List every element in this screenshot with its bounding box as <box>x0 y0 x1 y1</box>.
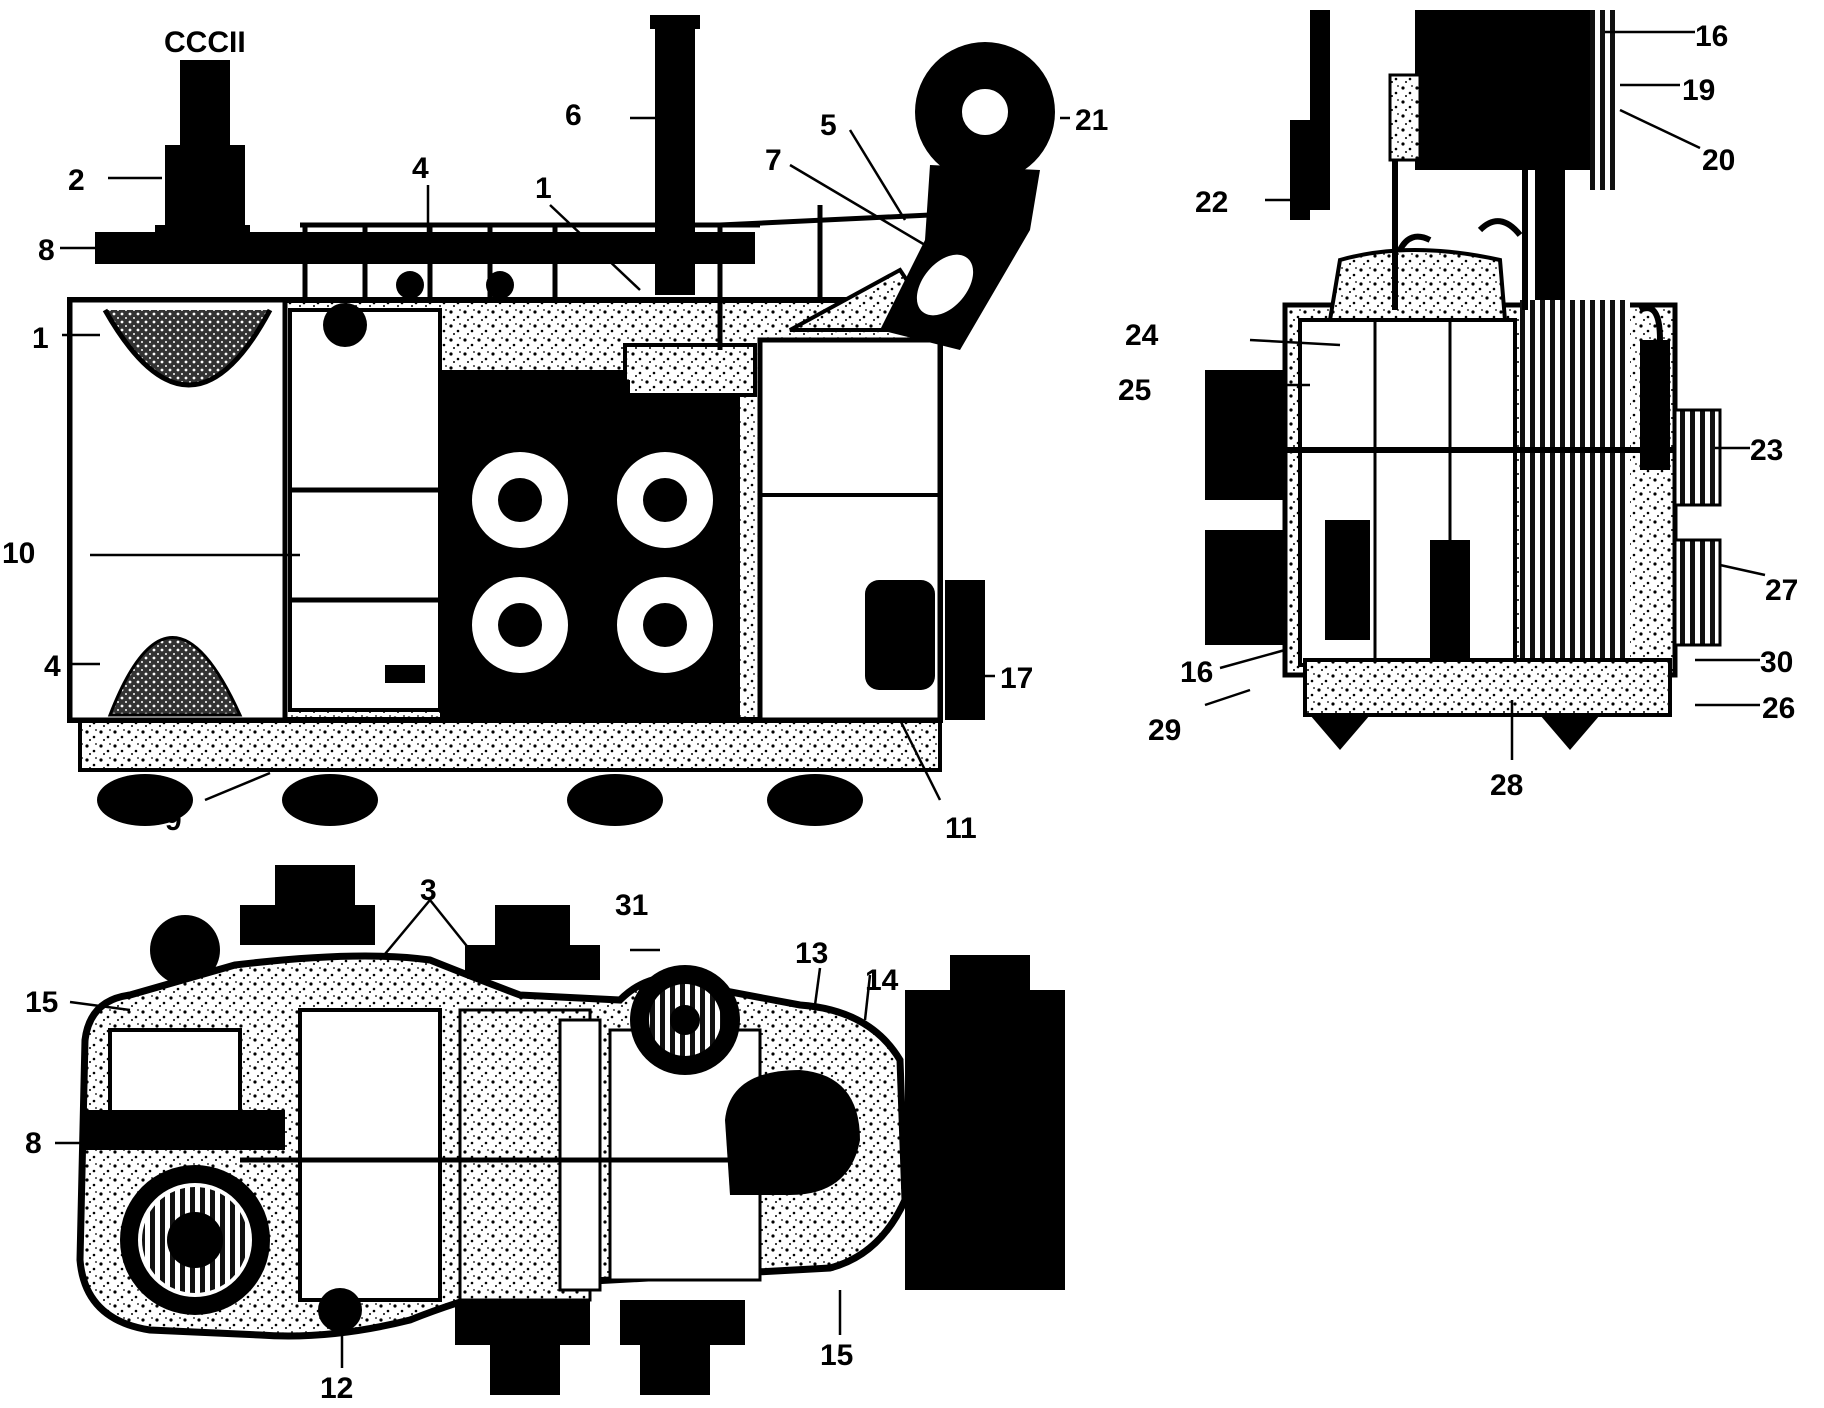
label-end-20: 20 <box>1702 144 1735 177</box>
label-side-9: 9 <box>165 804 182 837</box>
wheels <box>97 774 863 826</box>
hv-bushing-2 <box>155 60 250 260</box>
label-side-10: 10 <box>2 537 35 570</box>
top-labels: 3 31 15 13 14 8 12 15 <box>25 874 899 1405</box>
label-end-29: 29 <box>1148 714 1181 747</box>
label-top-15b: 15 <box>820 1339 853 1372</box>
label-side-21: 21 <box>1075 104 1108 137</box>
control-cabinet <box>945 580 985 720</box>
top-leaders <box>55 899 872 1368</box>
side-labels: 1 2 4 4 1 5 6 7 8 9 10 11 17 21 <box>2 99 1108 845</box>
label-top-31: 31 <box>615 889 648 922</box>
label-end-24: 24 <box>1125 319 1159 352</box>
label-side-7: 7 <box>765 144 782 177</box>
side-leaders <box>60 116 1070 802</box>
label-end-16a: 16 <box>1695 20 1728 53</box>
side-view: CCCII 1 2 4 <box>2 15 1108 845</box>
label-end-25: 25 <box>1118 374 1151 407</box>
label-side-4b: 4 <box>44 650 61 683</box>
label-side-2: 2 <box>68 164 85 197</box>
label-side-6: 6 <box>565 99 582 132</box>
label-top-3: 3 <box>420 874 437 907</box>
label-side-11: 11 <box>945 812 977 845</box>
fan-units <box>464 444 721 681</box>
label-side-5: 5 <box>820 109 837 142</box>
label-side-17: 17 <box>1000 662 1033 695</box>
label-end-19: 19 <box>1682 74 1715 107</box>
label-end-26: 26 <box>1762 692 1795 725</box>
label-side-1b: 1 <box>535 172 552 205</box>
label-top-14: 14 <box>865 964 899 997</box>
base-skid <box>78 716 942 772</box>
conservator <box>880 42 1055 350</box>
end-leaders <box>1204 30 1766 760</box>
label-top-12: 12 <box>320 1372 353 1405</box>
label-end-27: 27 <box>1765 574 1798 607</box>
label-end-23: 23 <box>1750 434 1783 467</box>
label-end-16b: 16 <box>1180 656 1213 689</box>
label-side-1a: 1 <box>32 322 49 355</box>
label-side-8: 8 <box>38 234 55 267</box>
label-top-8: 8 <box>25 1127 42 1160</box>
label-top-15a: 15 <box>25 986 58 1019</box>
top-view: 3 31 15 13 14 8 12 15 <box>25 865 1065 1405</box>
end-view: 16 19 20 22 24 25 23 27 16 30 29 26 28 <box>1118 10 1798 802</box>
end-labels: 16 19 20 22 24 25 23 27 16 30 29 26 28 <box>1118 20 1798 802</box>
label-end-22: 22 <box>1195 186 1228 219</box>
label-top-13: 13 <box>795 937 828 970</box>
insulator-top-text: CCCII <box>164 26 246 59</box>
hv-bushing-6 <box>655 20 695 295</box>
label-side-4a: 4 <box>412 152 429 185</box>
label-end-30: 30 <box>1760 646 1793 679</box>
label-end-28: 28 <box>1490 769 1523 802</box>
